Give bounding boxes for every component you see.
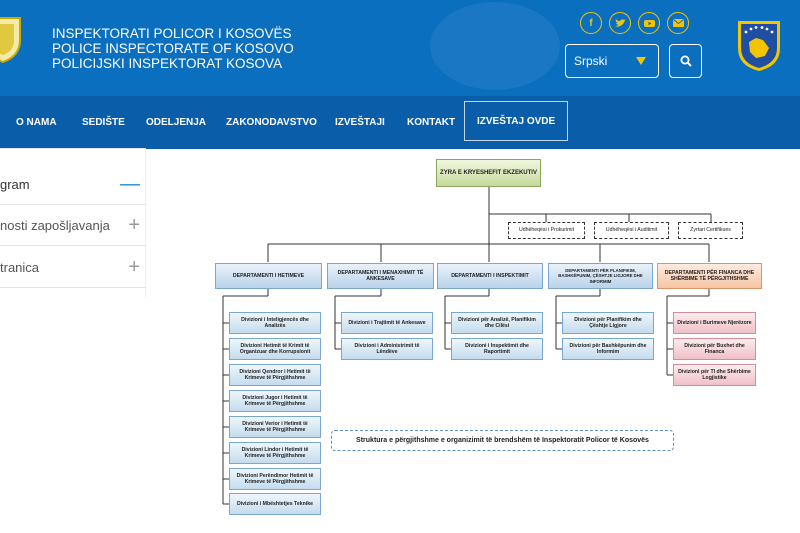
main-nav: O NAMA SEDIŠTE ODELJENJA ZAKONODAVSTVO I… <box>0 96 800 149</box>
email-icon[interactable] <box>667 12 689 34</box>
org-division: Divizioni Jugor i Hetimit të Krimeve të … <box>229 390 321 412</box>
org-dept-finance: DEPARTAMENTI PËR FINANCA DHE SHËRBIME TË… <box>657 263 762 289</box>
org-division: Divizioni i Inteligjencës dhe Analizës <box>229 312 321 334</box>
sidebar-item-zaposljavanje[interactable]: nosti zapošljavanja + <box>0 206 146 246</box>
language-select-value: Srpski <box>574 54 608 68</box>
youtube-icon[interactable] <box>638 12 660 34</box>
header-watermark <box>430 2 560 90</box>
org-division: Divizioni për Analizë, Planifikim dhe Ci… <box>451 312 543 334</box>
org-unit-audit: Udhëheqësi i Auditimit <box>594 222 669 239</box>
nav-item-o-nama[interactable]: O NAMA <box>16 117 57 128</box>
org-division: Divizioni i Mbështetjes Teknike <box>229 493 321 515</box>
org-division: Divizioni Verior i Hetimit të Krimeve të… <box>229 416 321 438</box>
nav-item-izvestaj-ovde[interactable]: IZVEŠTAJ OVDE <box>464 101 569 141</box>
language-select[interactable]: Srpski <box>565 44 659 78</box>
search-button[interactable] <box>669 44 702 78</box>
org-division: Divizioni i Burimeve Njerëzore <box>673 312 756 334</box>
nav-item-izvestaji[interactable]: IZVEŠTAJI <box>335 117 385 128</box>
org-division: Divizioni Perëndimor Hetimit të Krimeve … <box>229 468 321 490</box>
org-division: Divizioni për TI dhe Shërbime Logjistike <box>673 364 756 386</box>
chevron-down-icon <box>636 57 646 65</box>
org-unit-certifier: Zyrtari Certifikues <box>678 222 743 239</box>
sidebar-item-partial <box>0 115 146 149</box>
nav-item-odeljenja[interactable]: ODELJENJA <box>146 117 207 128</box>
org-division: Divizioni për Buxhet dhe Financa <box>673 338 756 360</box>
org-division: Divizioni për Bashkëpunim dhe Informim <box>562 338 654 360</box>
org-division: Divizioni Qendror i Hetimit të Krimeve t… <box>229 364 321 386</box>
org-dept-investigations: DEPARTAMENTI I HETIMEVE <box>215 263 322 289</box>
title-line-albanian: INSPEKTORATI POLICOR I KOSOVËS <box>52 26 292 41</box>
org-unit-procurement: Udhëheqësi i Prokurimit <box>508 222 585 239</box>
org-dept-inspection: DEPARTAMENTI I INSPEKTIMIT <box>437 263 543 289</box>
org-exec-office: ZYRA E KRYESHEFIT EKZEKUTIV <box>436 159 541 187</box>
sidebar-item-label: gram <box>0 177 30 192</box>
search-icon <box>680 55 692 67</box>
site-title[interactable]: INSPEKTORATI POLICOR I KOSOVËS POLICE IN… <box>52 26 294 71</box>
sidebar: gram — nosti zapošljavanja + tranica + <box>0 148 146 297</box>
twitter-icon[interactable] <box>609 12 631 34</box>
org-division: Divizioni Lindor i Hetimit të Krimeve të… <box>229 442 321 464</box>
org-chart-caption: Struktura e përgjithshme e organizimit t… <box>331 430 674 451</box>
collapse-icon[interactable]: — <box>120 173 140 195</box>
sidebar-item-stranica[interactable]: tranica + <box>0 248 146 288</box>
org-dept-planning: DEPARTAMENTI PËR PLANIFIKIM, BASHKËPUNIM… <box>548 263 653 289</box>
title-line-english: POLICE INSPECTORATE OF KOSOVO <box>52 41 294 56</box>
social-links: f <box>580 12 689 34</box>
org-division: Divizioni për Planifikim dhe Çështje Lig… <box>562 312 654 334</box>
police-inspectorate-logo[interactable] <box>0 14 22 64</box>
title-line-serbian: POLICIJSKI INSPEKTORAT KOSOVA <box>52 56 283 71</box>
expand-icon[interactable]: + <box>128 256 140 278</box>
sidebar-item-program[interactable]: gram — <box>0 165 146 205</box>
org-dept-complaints: DEPARTAMENTI I MENAXHIMIT TË ANKESAVE <box>327 263 434 289</box>
sidebar-item-label: tranica <box>0 260 40 275</box>
org-division: Divizioni i Trajtimit të Ankesave <box>341 312 433 334</box>
nav-item-kontakt[interactable]: KONTAKT <box>407 117 456 128</box>
site-header: INSPEKTORATI POLICOR I KOSOVËS POLICE IN… <box>0 0 800 96</box>
nav-item-zakonodavstvo[interactable]: ZAKONODAVSTVO <box>226 117 317 128</box>
org-division: Divizioni Hetimit të Krimit të Organizua… <box>229 338 321 360</box>
kosovo-emblem <box>738 21 780 71</box>
facebook-icon[interactable]: f <box>580 12 602 34</box>
nav-item-sediste[interactable]: SEDIŠTE <box>82 117 125 128</box>
org-division: Divizioni i Inspektimit dhe Raportimit <box>451 338 543 360</box>
expand-icon[interactable]: + <box>128 214 140 236</box>
sidebar-item-label: nosti zapošljavanja <box>0 218 110 233</box>
org-division: Divizioni i Administrimit të Lëndëve <box>341 338 433 360</box>
